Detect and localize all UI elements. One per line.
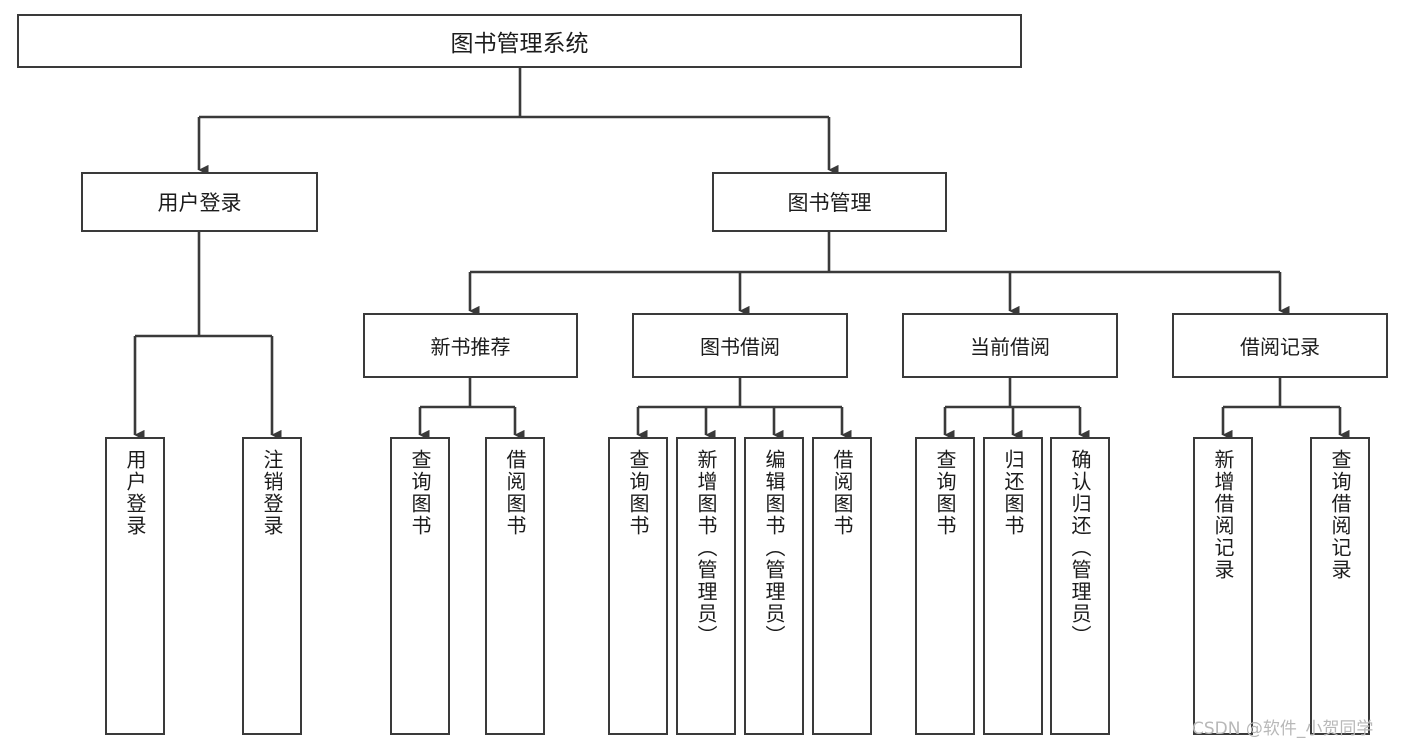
leaf-current-query-book-label: 查询图书 xyxy=(933,449,957,537)
leaf-borrow-query-book-label: 查询图书 xyxy=(626,449,650,537)
leaf-record-add-label: 新增借阅记录 xyxy=(1211,449,1235,581)
watermark: CSDN @软件_小贺同学 xyxy=(1192,719,1374,739)
leaf-current-confirm-return[interactable]: 确认归还（管理员） xyxy=(1050,437,1110,735)
leaf-current-return-book-label: 归还图书 xyxy=(1001,449,1025,537)
node-user-login[interactable]: 用户登录 xyxy=(81,172,318,232)
leaf-current-confirm-return-label: 确认归还（管理员） xyxy=(1068,449,1092,647)
leaf-current-query-book[interactable]: 查询图书 xyxy=(915,437,975,735)
leaf-user-login[interactable]: 用户登录 xyxy=(105,437,165,735)
node-book-management[interactable]: 图书管理 xyxy=(712,172,947,232)
leaf-user-login-label: 用户登录 xyxy=(123,449,147,537)
leaf-recommend-borrow-book[interactable]: 借阅图书 xyxy=(485,437,545,735)
leaf-record-add[interactable]: 新增借阅记录 xyxy=(1193,437,1253,735)
leaf-recommend-query-book[interactable]: 查询图书 xyxy=(390,437,450,735)
node-current-borrow-label: 当前借阅 xyxy=(970,335,1050,359)
node-borrow-record-label: 借阅记录 xyxy=(1240,335,1320,359)
leaf-record-query-label: 查询借阅记录 xyxy=(1328,449,1352,581)
node-new-book-recommend[interactable]: 新书推荐 xyxy=(363,313,578,378)
leaf-recommend-borrow-book-label: 借阅图书 xyxy=(503,449,527,537)
leaf-borrow-edit-book[interactable]: 编辑图书（管理员） xyxy=(744,437,804,735)
leaf-borrow-edit-book-label: 编辑图书（管理员） xyxy=(762,449,786,647)
leaf-user-logout-label: 注销登录 xyxy=(260,449,284,537)
leaf-borrow-add-book-label: 新增图书（管理员） xyxy=(694,449,718,647)
leaf-borrow-query-book[interactable]: 查询图书 xyxy=(608,437,668,735)
leaf-current-return-book[interactable]: 归还图书 xyxy=(983,437,1043,735)
leaf-user-logout[interactable]: 注销登录 xyxy=(242,437,302,735)
leaf-borrow-borrow-book-label: 借阅图书 xyxy=(830,449,854,537)
leaf-borrow-add-book[interactable]: 新增图书（管理员） xyxy=(676,437,736,735)
node-book-borrow-label: 图书借阅 xyxy=(700,335,780,359)
node-book-borrow[interactable]: 图书借阅 xyxy=(632,313,848,378)
node-borrow-record[interactable]: 借阅记录 xyxy=(1172,313,1388,378)
node-user-login-label: 用户登录 xyxy=(157,191,242,215)
leaf-record-query[interactable]: 查询借阅记录 xyxy=(1310,437,1370,735)
node-book-management-label: 图书管理 xyxy=(787,191,872,215)
node-root-label: 图书管理系统 xyxy=(450,31,589,57)
node-new-book-recommend-label: 新书推荐 xyxy=(430,335,511,359)
leaf-borrow-borrow-book[interactable]: 借阅图书 xyxy=(812,437,872,735)
node-current-borrow[interactable]: 当前借阅 xyxy=(902,313,1118,378)
node-root[interactable]: 图书管理系统 xyxy=(17,14,1022,68)
leaf-recommend-query-book-label: 查询图书 xyxy=(408,449,432,537)
